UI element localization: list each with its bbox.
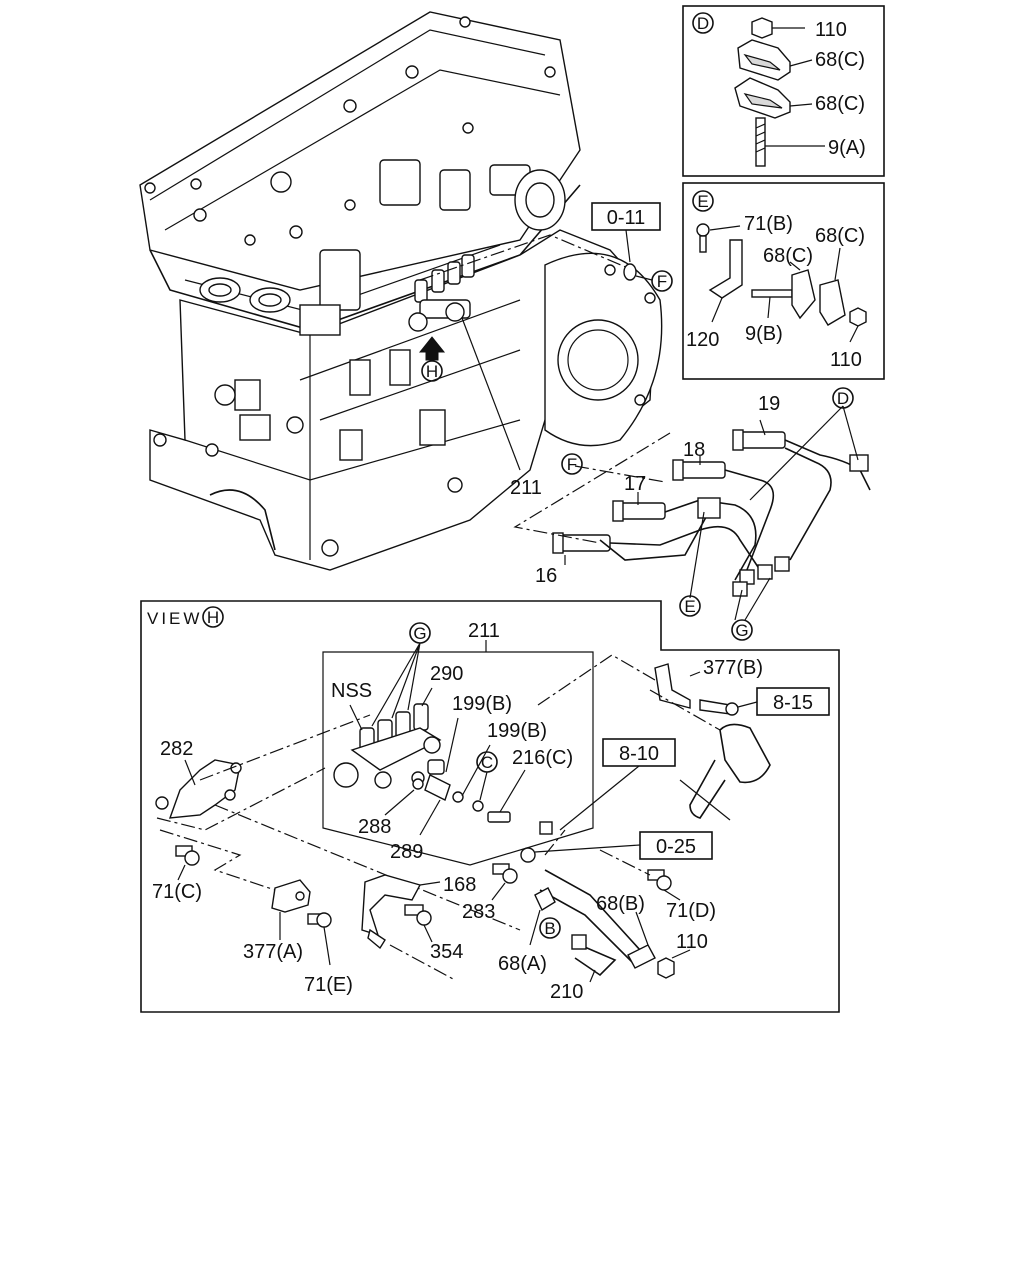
marker-f: F [657,272,667,291]
marker-g: G [735,621,748,640]
label-211: 211 [468,620,500,642]
label-199b: 199(B) [452,693,512,715]
label-110: 110 [815,19,847,41]
label-377a: 377(A) [243,941,303,963]
label-68c: 68(C) [763,245,813,267]
label-168: 168 [443,874,476,896]
detail-e-marker: E [697,192,708,211]
ref-box-8-15: 8-15 [773,692,813,714]
detail-d-marker: D [697,14,709,33]
label-283: 283 [462,901,495,923]
marker-f: F [567,455,577,474]
label-nss: NSS [331,680,372,702]
label-17: 17 [624,473,646,495]
ref-box-0-11: 0-11 [607,207,646,229]
label-288: 288 [358,816,391,838]
ref-box-0-25: 0-25 [656,836,696,858]
label-18: 18 [683,439,705,461]
label-211: 211 [510,477,542,499]
marker-c: C [481,753,493,772]
label-71c: 71(C) [152,881,202,903]
label-354: 354 [430,941,463,963]
label-210: 210 [550,981,583,1003]
label-216c: 216(C) [512,747,573,769]
label-9b: 9(B) [745,323,783,345]
label-199b: 199(B) [487,720,547,742]
marker-b: B [544,919,555,938]
marker-d: D [837,389,849,408]
fuel-pipe-assembly: 19 18 17 16 F D E G [513,387,871,641]
label-110: 110 [676,931,708,953]
label-68c: 68(C) [815,49,865,71]
marker-h: H [426,362,438,381]
label-290: 290 [430,663,463,685]
label-19: 19 [758,393,780,415]
label-71b: 71(B) [744,213,793,235]
label-377b: 377(B) [703,657,763,679]
label-289: 289 [390,841,423,863]
label-110: 110 [830,349,862,371]
detail-e-panel: E 71(B) 68(C) 68(C) 120 9(B) 110 [682,182,885,380]
engine-block-drawing [139,11,663,571]
label-68b: 68(B) [596,893,645,915]
view-marker-h: H [207,608,219,627]
detail-d-panel: D 110 68(C) 68(C) 9(A) [682,5,885,177]
label-71e: 71(E) [304,974,353,996]
label-120: 120 [686,329,719,351]
view-title: VIEW [147,609,202,628]
view-h-panel: VIEW H 211 G [140,600,840,1013]
marker-g: G [413,624,426,643]
ref-box-8-10: 8-10 [619,743,659,765]
engine-callouts: 0-11 F H 211 [421,202,673,499]
label-16: 16 [535,565,557,587]
label-9a: 9(A) [828,137,866,159]
marker-e: E [684,597,695,616]
label-68a: 68(A) [498,953,547,975]
label-68c: 68(C) [815,225,865,247]
label-71d: 71(D) [666,900,716,922]
label-282: 282 [160,738,193,760]
label-68c: 68(C) [815,93,865,115]
